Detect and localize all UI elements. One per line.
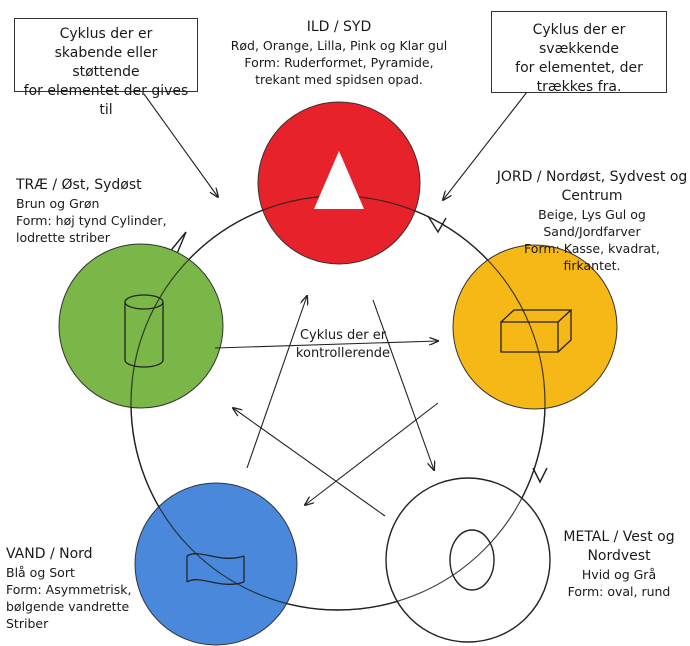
control-arrow-wood-earth — [214, 341, 438, 349]
controlling-cycle-label: Cyklus der er kontrollerende — [268, 327, 418, 363]
cylinder-icon — [124, 294, 164, 368]
wood-circle — [58, 243, 224, 409]
earth-title-2: Centrum — [561, 188, 623, 204]
generating-box-line-3: for elementet der gives til — [23, 83, 189, 118]
wood-label: TRÆ / Øst, Sydøst Brun og Grøn Form: høj… — [16, 176, 180, 246]
earth-line-2: Form: Kasse, kvadrat, firkantet. — [524, 241, 660, 273]
fire-title: ILD / SYD — [306, 19, 372, 35]
metal-label: METAL / Vest og Nordvest Hvid og Grå For… — [555, 528, 683, 600]
oval-icon — [449, 529, 495, 591]
water-circle — [134, 482, 298, 646]
weakening-box-line-1: Cyklus der er svækkende — [532, 22, 626, 57]
earth-line-1: Beige, Lys Gul og Sand/Jordfarver — [538, 207, 646, 239]
water-label: VAND / Nord Blå og Sort Form: Asymmetris… — [6, 545, 146, 632]
earth-label: JORD / Nordøst, Sydvest og Centrum Beige… — [494, 168, 690, 274]
wood-title: TRÆ / Øst, Sydøst — [16, 177, 142, 193]
water-line-1: Blå og Sort — [6, 565, 75, 580]
earth-title-1: JORD / Nordøst, Sydvest og — [496, 169, 688, 185]
water-line-4: Striber — [6, 616, 49, 631]
metal-line-2: Form: oval, rund — [567, 584, 671, 599]
controlling-label-line-2: kontrollerende — [295, 346, 391, 361]
water-line-2: Form: Asymmetrisk, — [6, 582, 132, 597]
generating-box-line-2: skabende eller støttende — [54, 45, 158, 80]
cycle-arrowhead-wood-fire — [167, 231, 187, 257]
control-arrow-water-fire — [246, 296, 307, 469]
metal-title-1: METAL / Vest og — [563, 529, 675, 545]
weakening-box-line-3: trækkes fra. — [536, 79, 622, 95]
wood-line-1: Brun og Grøn — [16, 196, 100, 211]
weakening-cycle-box: Cyklus der er svækkende for elementet, d… — [491, 11, 667, 95]
cycle-arrowhead-fire-earth — [427, 215, 447, 234]
triangle-icon — [314, 151, 364, 209]
fire-line-3: trekant med spidsen opad. — [255, 72, 423, 87]
fire-label: ILD / SYD Rød, Orange, Lilla, Pink og Kl… — [228, 18, 450, 88]
water-line-3: bølgende vandrette — [6, 599, 130, 614]
fire-line-2: Form: Ruderformet, Pyramide, — [244, 55, 434, 70]
metal-title-2: Nordvest — [587, 548, 651, 564]
generating-box-line-1: Cyklus der er — [59, 26, 153, 42]
wood-line-2: Form: høj tynd Cylinder, — [16, 213, 167, 228]
control-arrow-metal-wood — [233, 408, 386, 517]
box-icon — [500, 309, 573, 353]
metal-circle — [385, 477, 551, 643]
pointer-arrow-right-box — [443, 91, 528, 200]
metal-line-1: Hvid og Grå — [581, 567, 657, 582]
controlling-label-line-1: Cyklus der er — [299, 328, 387, 343]
control-arrow-fire-metal — [372, 299, 434, 470]
wave-banner-icon — [186, 553, 245, 585]
wood-line-3: lodrette striber — [16, 230, 110, 245]
weakening-box-line-2: for elementet, der — [515, 60, 643, 76]
earth-circle — [452, 244, 618, 410]
water-title: VAND / Nord — [6, 546, 93, 562]
cycle-arrowhead-earth-metal — [532, 467, 548, 484]
control-arrow-earth-water — [305, 402, 439, 505]
generating-cycle-box: Cyklus der er skabende eller støttende f… — [14, 18, 198, 118]
fire-line-1: Rød, Orange, Lilla, Pink og Klar gul — [230, 38, 448, 53]
pointer-arrow-left-box — [143, 93, 218, 197]
